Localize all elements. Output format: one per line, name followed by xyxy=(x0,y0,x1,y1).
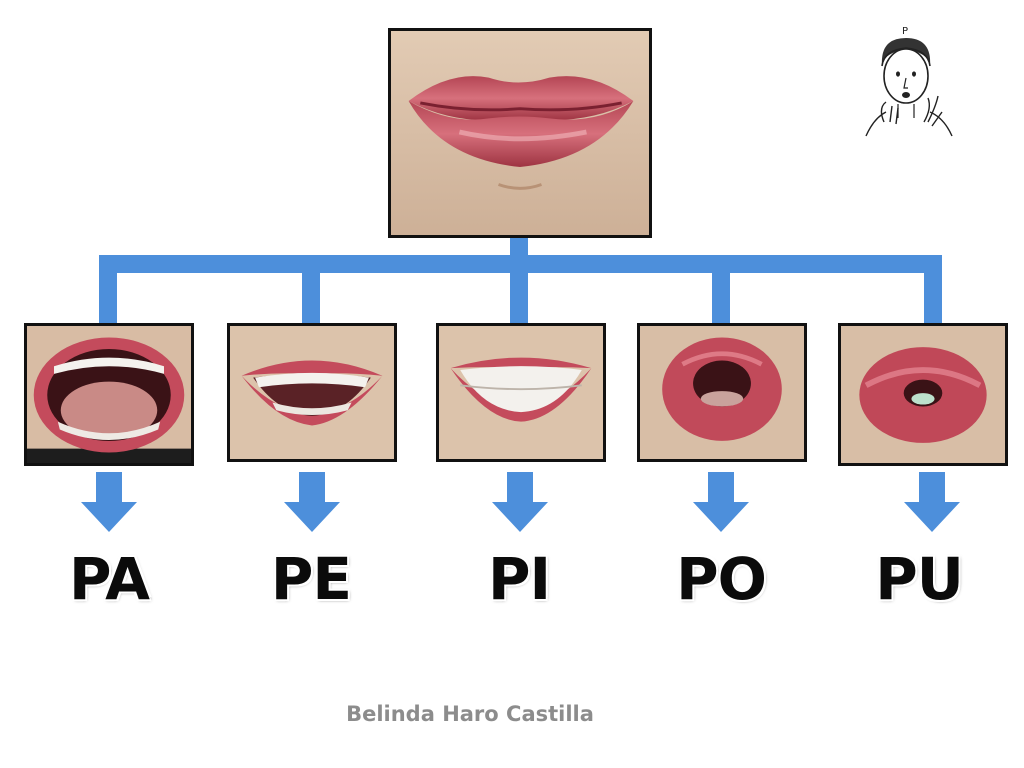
down-arrow-icon xyxy=(81,472,137,532)
mouth-po-photo xyxy=(637,323,807,462)
mouth-pa-photo xyxy=(24,323,194,466)
down-arrow-icon xyxy=(284,472,340,532)
syllable-po: PO xyxy=(676,545,767,613)
connector-drop-pa xyxy=(99,255,117,325)
connector-drop-po xyxy=(712,255,730,325)
sign-letter: P xyxy=(902,26,908,37)
mouth-pi-photo xyxy=(436,323,606,462)
syllable-pa: PA xyxy=(68,545,150,613)
syllable-pe: PE xyxy=(270,545,352,613)
syllable-pu: PU xyxy=(875,545,964,613)
connector-drop-pe xyxy=(302,255,320,325)
down-arrow-icon xyxy=(904,472,960,532)
connector-drop-pu xyxy=(924,255,942,325)
syllable-pi: PI xyxy=(487,545,551,613)
mouth-pu-photo xyxy=(838,323,1008,466)
mouth-pe-photo xyxy=(227,323,397,462)
closed-lips-photo xyxy=(388,28,652,238)
down-arrow-icon xyxy=(492,472,548,532)
author-credit: Belinda Haro Castilla xyxy=(346,702,594,726)
connector-drop-pi xyxy=(510,255,528,325)
sign-language-figure-icon: P xyxy=(865,26,953,137)
down-arrow-icon xyxy=(693,472,749,532)
